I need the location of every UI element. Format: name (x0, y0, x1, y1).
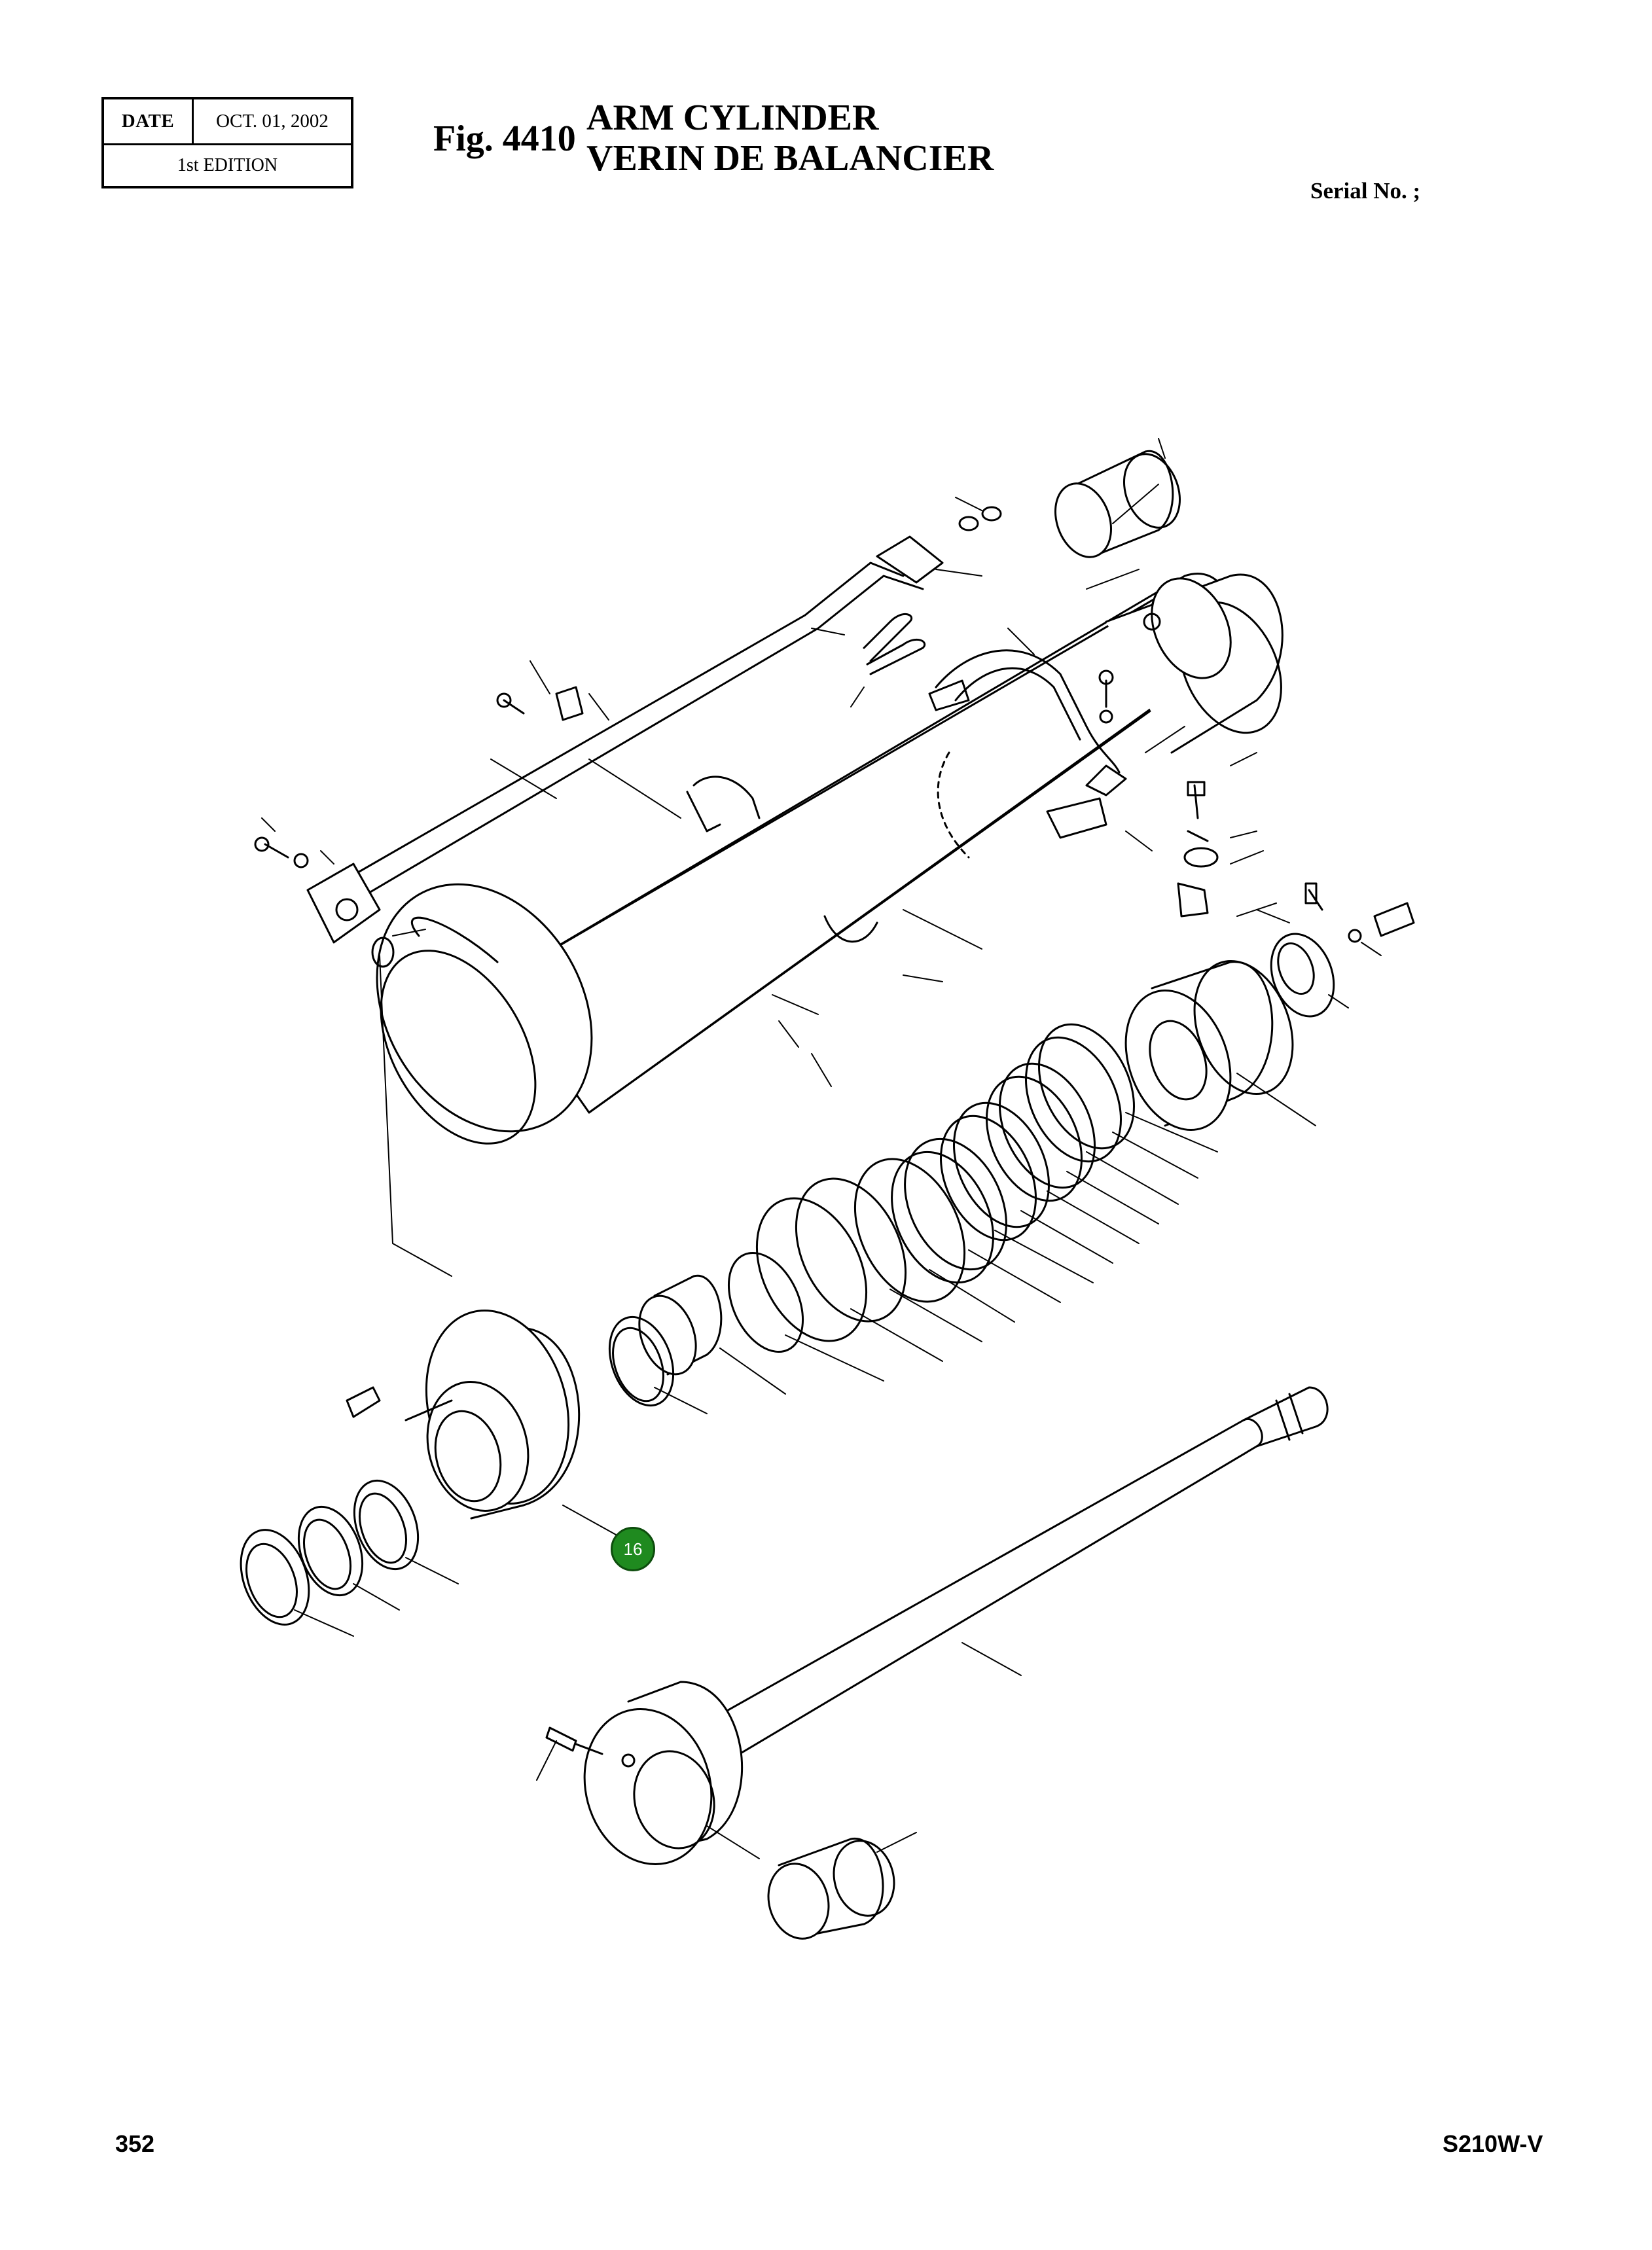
leader-lines (261, 438, 1382, 1859)
page-number: 352 (115, 2130, 155, 2157)
serial-number-label: Serial No. ; (1310, 178, 1421, 204)
title-english: ARM CYLINDER (586, 98, 879, 138)
piston-seal-rings (727, 1023, 1136, 1353)
title-french: VERIN DE BALANCIER (586, 138, 994, 179)
date-row: DATE OCT. 01, 2002 (104, 99, 351, 145)
clamp-band-lower (823, 797, 1107, 943)
model-code: S210W-V (1443, 2130, 1543, 2157)
bottom-bushing (767, 1838, 895, 1940)
piston-rod (719, 1386, 1329, 1755)
date-label: DATE (104, 99, 194, 143)
lock-nut (1270, 933, 1335, 1018)
grease-nipple (545, 1726, 603, 1755)
rod-eye (583, 1681, 744, 1865)
small-bracket (686, 776, 761, 832)
rod-ring-small (608, 1315, 675, 1407)
edition-label: 1st EDITION (177, 155, 278, 175)
top-hardware (254, 506, 1415, 943)
head-screw (346, 1386, 381, 1418)
cylinder-head (404, 1310, 581, 1520)
date-edition-box: DATE OCT. 01, 2002 1st EDITION (101, 97, 353, 188)
rod-seal-rings (240, 1479, 420, 1626)
clamp-band-upper (928, 649, 1127, 796)
date-value: OCT. 01, 2002 (216, 111, 329, 132)
top-bushing (1054, 450, 1181, 558)
piston (1124, 959, 1294, 1132)
tube-head-eye (1105, 573, 1284, 754)
rod-bushing (638, 1274, 723, 1376)
u-bolt (863, 613, 925, 675)
hydraulic-pipe (306, 535, 944, 968)
figure-number: Fig. 4410 (433, 118, 576, 159)
callout-16[interactable]: 16 (611, 1527, 655, 1571)
